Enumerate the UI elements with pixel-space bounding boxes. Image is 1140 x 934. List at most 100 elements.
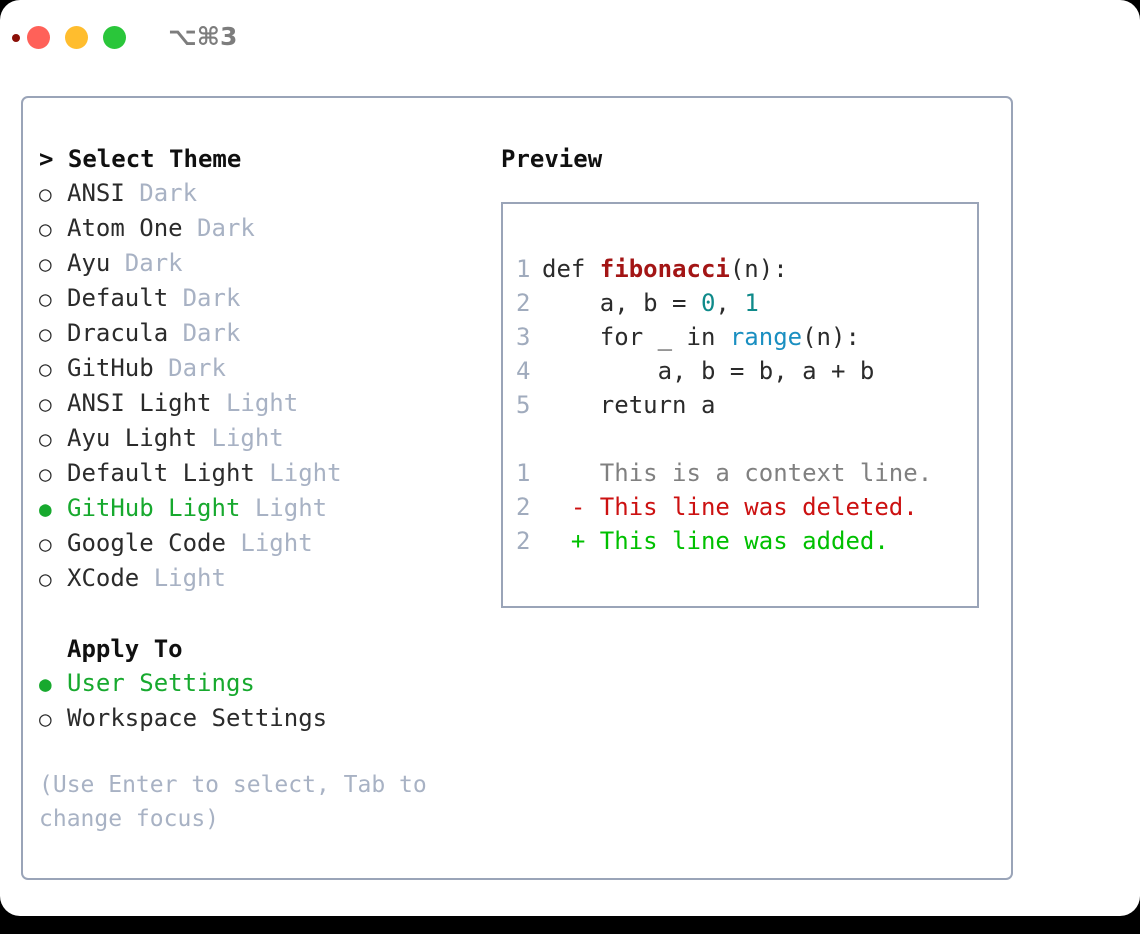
theme-option-label: Dracula — [67, 319, 183, 347]
theme-option-default[interactable]: ○ Default Dark — [39, 281, 479, 316]
code-token: 0 — [700, 289, 716, 317]
theme-variant-badge: Dark — [139, 179, 198, 207]
radio-unselected-icon: ○ — [39, 357, 52, 381]
main-panel: > Select Theme ○ANSI Dark○Atom One Dark○… — [21, 96, 1013, 880]
radio-unselected-icon: ○ — [39, 707, 52, 731]
keyboard-hint-text: (Use Enter to select, Tab to change focu… — [39, 772, 441, 832]
theme-option-label: ANSI Light — [67, 389, 226, 417]
code-token: range — [729, 323, 803, 351]
code-line: 5 return a — [516, 388, 932, 422]
code-token: fibonacci — [599, 255, 730, 283]
apply-to-heading: Apply To — [67, 635, 183, 663]
line-number: 5 — [516, 391, 531, 419]
theme-variant-badge: Dark — [197, 214, 255, 242]
apply-to-option-workspace-settings[interactable]: ○Workspace Settings — [39, 701, 479, 736]
radio-unselected-icon: ○ — [39, 182, 52, 206]
diff-line: 2 + This line was added. — [516, 524, 932, 558]
radio-unselected-icon: ○ — [39, 392, 52, 416]
code-line: 1 def fibonacci(n): — [516, 252, 932, 286]
code-token: (n): — [802, 323, 860, 351]
code-token: 1 — [744, 289, 759, 317]
radio-unselected-icon: ○ — [39, 427, 52, 451]
theme-option-label: Default Light — [67, 459, 270, 487]
traffic-lights — [27, 26, 126, 49]
theme-option-default-light[interactable]: ○ Default Light Light — [39, 456, 479, 491]
line-number: 4 — [516, 357, 531, 385]
theme-option-list[interactable]: ○ANSI Dark○Atom One Dark○Ayu Dark○Defaul… — [39, 176, 479, 596]
line-number: 2 — [516, 527, 531, 555]
theme-option-label: GitHub Light — [67, 494, 255, 522]
close-light-icon[interactable] — [27, 26, 50, 49]
diff-marker: - — [542, 493, 586, 521]
theme-variant-badge: Dark — [182, 284, 241, 312]
theme-option-label: Ayu — [67, 249, 125, 277]
select-theme-heading: > Select Theme — [39, 145, 242, 173]
code-token: def — [542, 255, 600, 283]
code-blank-line — [516, 422, 932, 456]
code-line: 4 a, b = b, a + b — [516, 354, 932, 388]
diff-line: 2 - This line was deleted. — [516, 490, 932, 524]
radio-unselected-icon: ○ — [39, 567, 52, 591]
theme-option-dracula[interactable]: ○ Dracula Dark — [39, 316, 479, 351]
apply-to-option-user-settings[interactable]: ● User Settings — [39, 666, 479, 701]
line-number: 2 — [516, 289, 531, 317]
keyboard-shortcut-label: ⌥⌘3 — [168, 22, 238, 51]
theme-option-ansi-light[interactable]: ○ ANSI Light Light — [39, 386, 479, 421]
apply-to-option-label: User Settings — [67, 669, 255, 697]
theme-option-label: Google Code — [67, 529, 241, 557]
theme-option-label: ANSI — [67, 179, 140, 207]
code-token: , — [715, 289, 745, 317]
radio-unselected-icon: ○ — [39, 252, 52, 276]
theme-variant-badge: Dark — [182, 319, 241, 347]
theme-variant-badge: Dark — [168, 354, 226, 382]
code-line: 3 for _ in range(n): — [516, 320, 932, 354]
section-spacer — [39, 596, 479, 632]
line-number: 2 — [516, 493, 531, 521]
theme-option-google-code[interactable]: ○Google Code Light — [39, 526, 479, 561]
theme-option-xcode[interactable]: ○XCode Light — [39, 561, 479, 596]
theme-option-ayu[interactable]: ○ Ayu Dark — [39, 246, 479, 281]
radio-unselected-icon: ○ — [39, 462, 52, 486]
line-number: 3 — [516, 323, 531, 351]
theme-option-label: Default — [67, 284, 183, 312]
theme-option-label: XCode — [67, 564, 154, 592]
minimize-light-icon[interactable] — [65, 26, 88, 49]
theme-variant-badge: Light — [269, 459, 342, 487]
diff-text: This line was deleted. — [585, 493, 918, 521]
theme-picker-column: > Select Theme ○ANSI Dark○Atom One Dark○… — [39, 142, 479, 836]
diff-text: This is a context line. — [585, 459, 933, 487]
radio-selected-icon: ● — [39, 497, 52, 521]
theme-option-github[interactable]: ○GitHub Dark — [39, 351, 479, 386]
theme-variant-badge: Dark — [124, 249, 183, 277]
theme-option-ansi[interactable]: ○ ANSI Dark — [39, 176, 479, 211]
preview-heading: Preview — [501, 145, 603, 173]
code-token: return a — [542, 391, 716, 419]
title-bar: ⌥⌘3 — [0, 0, 1140, 78]
diff-text: This line was added. — [585, 527, 889, 555]
radio-unselected-icon: ○ — [39, 287, 52, 311]
diff-marker: + — [542, 527, 586, 555]
hint-spacer — [39, 736, 479, 768]
radio-unselected-icon: ○ — [39, 322, 52, 346]
theme-option-atom-one[interactable]: ○Atom One Dark — [39, 211, 479, 246]
theme-variant-badge: Light — [254, 494, 328, 522]
code-token: a, b = b, a + b — [542, 357, 875, 385]
radio-unselected-icon: ○ — [39, 217, 52, 241]
code-token: a, b = — [542, 289, 701, 317]
theme-option-github-light[interactable]: ● GitHub Light Light — [39, 491, 479, 526]
radio-selected-icon: ● — [39, 672, 52, 696]
theme-variant-badge: Light — [225, 389, 299, 417]
radio-unselected-icon: ○ — [39, 532, 52, 556]
diff-marker — [542, 459, 585, 487]
apply-to-option-list[interactable]: ● User Settings ○Workspace Settings — [39, 666, 479, 736]
theme-variant-badge: Light — [211, 424, 284, 452]
code-token: (n): — [729, 255, 788, 283]
theme-option-ayu-light[interactable]: ○Ayu Light Light — [39, 421, 479, 456]
line-number: 1 — [516, 255, 531, 283]
maximize-light-icon[interactable] — [103, 26, 126, 49]
line-number: 1 — [516, 459, 531, 487]
